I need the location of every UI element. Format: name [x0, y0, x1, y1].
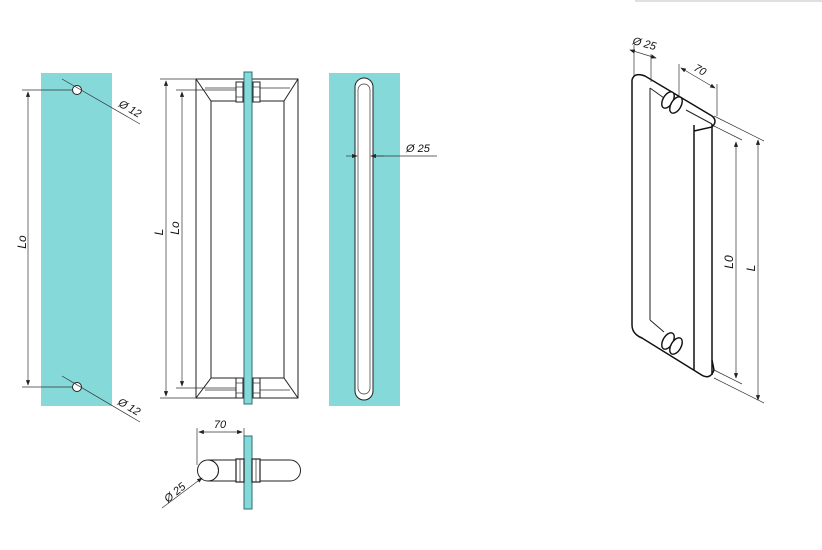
mount-bolt-bottom-right: [252, 377, 261, 399]
iso-top-arm: [631, 73, 716, 132]
drill-hole-bottom: [72, 382, 82, 392]
bar-side-inner: [357, 83, 371, 395]
iso-projection-dimension: [680, 67, 716, 89]
top-section-view: 70 Ø 25: [161, 419, 301, 510]
glass-hole-view: Lo Ø 12 Ø 12: [15, 73, 144, 423]
iso-bar-diameter-dimension: [629, 49, 657, 59]
iso-overall-length-label: L: [744, 265, 758, 272]
bar-diameter-side-label: Ø 25: [405, 143, 431, 155]
mount-bolt-top-right: [252, 81, 261, 103]
bar-diameter-top-label: Ø 25: [161, 480, 188, 506]
mount-bolt-top-left: [235, 81, 244, 103]
glass-section: [243, 435, 253, 510]
hole-diameter-top-label: Ø 12: [116, 98, 144, 121]
iso-bottom-arm: [631, 324, 715, 378]
left-handle-outline: [195, 78, 245, 399]
overall-length-label: L: [152, 229, 166, 236]
isometric-view: Ø 25 70 L0 L: [629, 35, 765, 404]
side-elevation-view: Ø 25: [329, 73, 437, 406]
projection-top-label: 70: [214, 419, 227, 431]
mount-spacing-label: Lo: [168, 221, 182, 235]
hole-bottom-leader: [61, 375, 141, 423]
right-handle-outline: [251, 78, 299, 399]
bar-diameter-top-leader: [161, 477, 203, 509]
bar-end-right: [289, 459, 301, 482]
iso-standoff-top-b: [669, 96, 683, 114]
drill-hole-top: [72, 85, 82, 95]
hole-spacing-label: Lo: [15, 235, 29, 249]
iso-projection-label: 70: [692, 62, 709, 79]
iso-mount-spacing-label: L0: [722, 255, 736, 269]
hole-top-leader: [61, 78, 141, 125]
iso-standoff-bottom-b: [669, 337, 683, 355]
mount-bolt-bottom-left: [235, 377, 244, 399]
iso-bar-diameter-label: Ø 25: [630, 35, 658, 53]
glass-panel: [41, 73, 112, 406]
front-elevation-view: L Lo: [152, 71, 299, 405]
bar-side-outline: [354, 77, 374, 401]
glass-edge: [243, 71, 253, 405]
